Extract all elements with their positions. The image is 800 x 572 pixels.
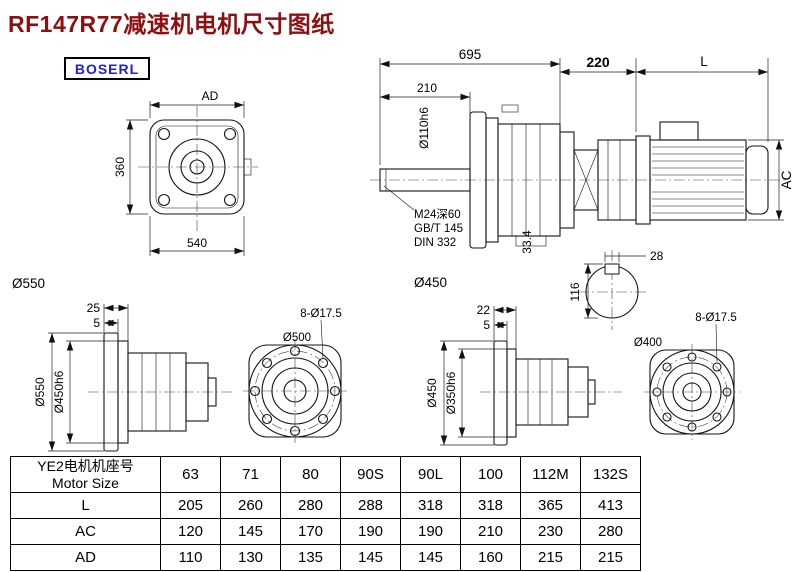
shaft-section-view: 28 116 <box>568 249 664 330</box>
motor-size-header: 90S <box>340 456 401 493</box>
dim-5-label: 5 <box>93 316 100 330</box>
dim-value: 135 <box>280 544 341 571</box>
dim-value: 280 <box>580 518 641 545</box>
dim-22-label: 22 <box>477 303 491 317</box>
motor-size-header: 100 <box>460 456 521 493</box>
motor-size-header: 90L <box>400 456 461 493</box>
motor-size-header: 63 <box>160 456 221 493</box>
motor-size-table: YE2电机机座号 Motor Size 63 71 80 90S 90L 100… <box>10 456 641 571</box>
table-row-L: L 205 260 280 288 318 318 365 413 <box>10 492 641 519</box>
dim-od-550-label: Ø550 <box>33 377 47 407</box>
dim-value: 210 <box>460 518 521 545</box>
table-row-AD: AD 110 130 135 145 145 160 215 215 <box>10 544 641 571</box>
dim-value: 205 <box>160 492 221 519</box>
dim-value: 318 <box>400 492 461 519</box>
row-label: L <box>10 492 161 519</box>
table-title-en: Motor Size <box>52 474 119 491</box>
dim-value: 145 <box>400 544 461 571</box>
keyway-slot <box>604 263 620 275</box>
flange-face-view-550: Ø500 8-Ø17.5 <box>243 308 347 443</box>
page-title: RF147R77减速机电机尺寸图纸 <box>8 11 335 37</box>
dim-L-label: L <box>700 54 708 69</box>
table-row-AC: AC 120 145 170 190 190 210 230 280 <box>10 518 641 545</box>
dim-value: 413 <box>580 492 641 519</box>
dim-value: 110 <box>160 544 221 571</box>
dim-value: 120 <box>160 518 221 545</box>
dim-value: 145 <box>220 518 281 545</box>
dim-value: 230 <box>520 518 581 545</box>
bolt-circle-500-label: Ø500 <box>283 332 311 344</box>
dim-360-label: 360 <box>113 157 127 177</box>
row-label: AC <box>10 518 161 545</box>
dim-116-label: 116 <box>568 282 582 301</box>
label-flange-dia-550: Ø550 <box>12 276 45 291</box>
dim-value: 318 <box>460 492 521 519</box>
main-assembly-view: 695 210 220 L AC Ø110h6 M24深60 GB/T 145 <box>370 47 794 290</box>
flange-face-view-450: Ø400 8-Ø17.5 <box>634 312 740 440</box>
row-label: AD <box>10 544 161 571</box>
flange-side-view-450: 22 5 Ø450 Ø350h6 <box>425 303 622 446</box>
dim-value: 288 <box>340 492 401 519</box>
dim-AC-label: AC <box>779 170 794 189</box>
flange-side-view-550: 25 5 Ø550 Ø450h6 <box>33 301 232 452</box>
dim-210-label: 210 <box>417 81 437 95</box>
dim-value: 190 <box>400 518 461 545</box>
dim-ad-label: AD <box>202 89 219 103</box>
dim-value: 215 <box>580 544 641 571</box>
dim-540-label: 540 <box>187 236 207 250</box>
brand-logo: BOSERL <box>64 57 150 80</box>
shaft-dia-label: Ø110h6 <box>417 107 431 149</box>
dim-220-label: 220 <box>586 54 610 70</box>
tap-note-3: DIN 332 <box>414 237 456 249</box>
label-flange-dia-450: Ø450 <box>414 275 447 290</box>
dim-value: 160 <box>460 544 521 571</box>
motor-size-header: 112M <box>520 456 581 493</box>
table-title-cn: YE2电机机座号 <box>37 457 134 474</box>
holes-callout-2: 8-Ø17.5 <box>695 312 737 324</box>
dim-28-label: 28 <box>650 249 664 263</box>
dim-695-label: 695 <box>459 47 482 62</box>
dim-value: 130 <box>220 544 281 571</box>
dim-od-450-label: Ø450 <box>425 378 439 408</box>
dim-spigot-450h6-label: Ø450h6 <box>52 370 66 413</box>
motor-size-header: 80 <box>280 456 341 493</box>
dim-value: 365 <box>520 492 581 519</box>
dim-value: 170 <box>280 518 341 545</box>
brand-logo-text: BOSERL <box>74 60 140 77</box>
motor-size-header: 71 <box>220 456 281 493</box>
dim-value: 280 <box>280 492 341 519</box>
dim-25-label: 25 <box>87 301 101 315</box>
gearbox-front-view: AD 360 540 Ø550 <box>12 89 258 291</box>
dim-value: 260 <box>220 492 281 519</box>
dim-33-4-label: 33.4 <box>520 230 534 254</box>
dim-value: 215 <box>520 544 581 571</box>
technical-drawing: AD 360 540 Ø550 <box>12 47 794 452</box>
dim-spigot-350h6-label: Ø350h6 <box>444 371 458 414</box>
table-title-cell: YE2电机机座号 Motor Size <box>10 456 161 493</box>
tap-note-1: M24深60 <box>414 207 461 221</box>
dim-value: 190 <box>340 518 401 545</box>
tap-note-2: GB/T 145 <box>414 223 463 235</box>
dim-value: 145 <box>340 544 401 571</box>
holes-callout-1: 8-Ø17.5 <box>300 308 342 320</box>
motor-size-header: 132S <box>580 456 641 493</box>
bolt-circle-400-label: Ø400 <box>634 337 662 349</box>
dim-5b-label: 5 <box>483 318 490 332</box>
